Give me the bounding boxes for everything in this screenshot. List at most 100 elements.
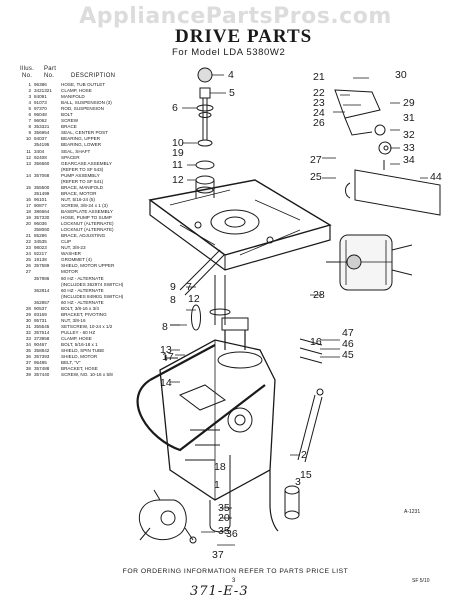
illus-number: 35 (25, 348, 31, 354)
belt-part (136, 379, 266, 452)
illus-number: 9 (28, 130, 31, 136)
callout-11: 11 (172, 159, 183, 171)
part-description: SEAL, CENTER POST (61, 130, 108, 136)
part-number: 357440 (34, 372, 50, 378)
illus-number: 16 (25, 196, 31, 202)
part-description: LOCKNUT (ALTERNATE) (61, 221, 114, 227)
part-number: 97370 (34, 106, 47, 112)
callout-13: 13 (160, 344, 172, 356)
part-number: 357068 (34, 172, 50, 178)
callout-9: 9 (170, 281, 176, 293)
part-number: 354195 (34, 142, 50, 148)
art-number: A-1231 (404, 509, 421, 515)
part-description: (REFER TO SF 543) (61, 166, 104, 172)
part-number: 98023 (34, 245, 47, 251)
illus-number: 33 (25, 335, 31, 341)
part-number: 34535 (34, 239, 47, 245)
part-number: 19138 (34, 257, 47, 263)
part-description: NUT, 3/8-16 (61, 317, 86, 323)
header-no-illus: No. (22, 73, 33, 79)
illus-number: 15 (25, 184, 31, 190)
part-description: MOTOR (61, 269, 79, 275)
part-number: 353321 (34, 124, 50, 130)
illus-number: 31 (25, 323, 31, 329)
brace-part (179, 249, 225, 296)
callout-36: 36 (226, 528, 238, 540)
illus-number: 32 (25, 329, 31, 335)
handwritten-reference: 371-E-3 (190, 584, 249, 599)
callout-35b: 35 (218, 525, 230, 537)
illus-number: 2 (28, 88, 31, 94)
part-number: 358060 (34, 227, 50, 233)
callout-47: 47 (342, 327, 354, 339)
part-description: CLAMP, HOSE (61, 335, 92, 341)
part-description: SEAL, SHAFT (61, 148, 91, 154)
part-description: LOCKNUT (ALTERNATE) (61, 227, 114, 233)
part-number: 96386 (34, 82, 47, 87)
illus-number: 8 (28, 124, 31, 130)
site-watermark: AppliancePartsPros.com (79, 4, 392, 29)
callout-26: 26 (313, 117, 325, 129)
part-number: 357488 (34, 366, 50, 372)
part-description: HOSE, TUB OUTLET (61, 82, 106, 87)
parts-list-row: 362814 60 HZ - ALTERNATE (18, 288, 168, 294)
hose-bracket-part (297, 394, 323, 463)
part-description: SCREW (61, 118, 79, 124)
callout-20: 20 (218, 512, 230, 524)
part-number: 362814 (34, 287, 50, 293)
part-description: 60 HZ - ALTERNATE (61, 287, 104, 293)
part-number: 91073 (34, 100, 47, 106)
part-number: 357614 (34, 329, 50, 335)
page-title: DRIVE PARTS (175, 26, 313, 47)
part-number: 96036 (34, 221, 47, 227)
part-number: 90467 (34, 342, 47, 348)
part-number: 90537 (34, 305, 47, 311)
part-description: BASEPLATE ASSEMBLY (61, 208, 113, 214)
suspension-ball-part (197, 67, 213, 83)
parts-list-row: (INCLUDES 362974 SWITCH) (18, 282, 168, 288)
callout-16: 16 (310, 336, 322, 348)
part-description: BOLT, 3/8-16 x 3/4 (61, 305, 99, 311)
part-description: CLAMP, HOSE (61, 88, 92, 94)
part-number: 96048 (34, 112, 47, 118)
part-description: HOSE, PUMP TO SUMP (61, 215, 112, 221)
part-description: (INCLUDES 362974 SWITCH) (61, 281, 124, 287)
callout-31: 31 (403, 112, 415, 124)
callout-27: 27 (310, 154, 322, 166)
part-description: BRACE, ADJUSTING (61, 233, 106, 239)
illus-number: 20 (25, 221, 31, 227)
part-number: 356954 (34, 130, 50, 136)
page-number: 3 (232, 578, 236, 584)
callout-37: 37 (212, 549, 224, 561)
illus-number: 22 (25, 239, 31, 245)
callout-7: 7 (186, 281, 192, 293)
part-description: ROD, SUSPENSION (61, 106, 104, 112)
callout-14: 14 (160, 377, 172, 389)
part-number: 85286 (34, 233, 47, 239)
part-description: SETSCREW, 10-24 x 1/2 (61, 323, 113, 329)
part-description: BELT, "V" (61, 360, 81, 366)
motor-shield-part (354, 169, 441, 216)
part-description: (REFER TO SF 541) (61, 178, 104, 184)
header-illus: Illus. (20, 66, 35, 72)
part-number: 373958 (34, 335, 50, 341)
callout-32: 32 (403, 129, 415, 141)
part-description: MANIFOLD (61, 94, 85, 100)
callout-33: 33 (403, 142, 415, 154)
illus-number: 4 (28, 100, 31, 106)
part-number: 357330 (34, 215, 50, 221)
